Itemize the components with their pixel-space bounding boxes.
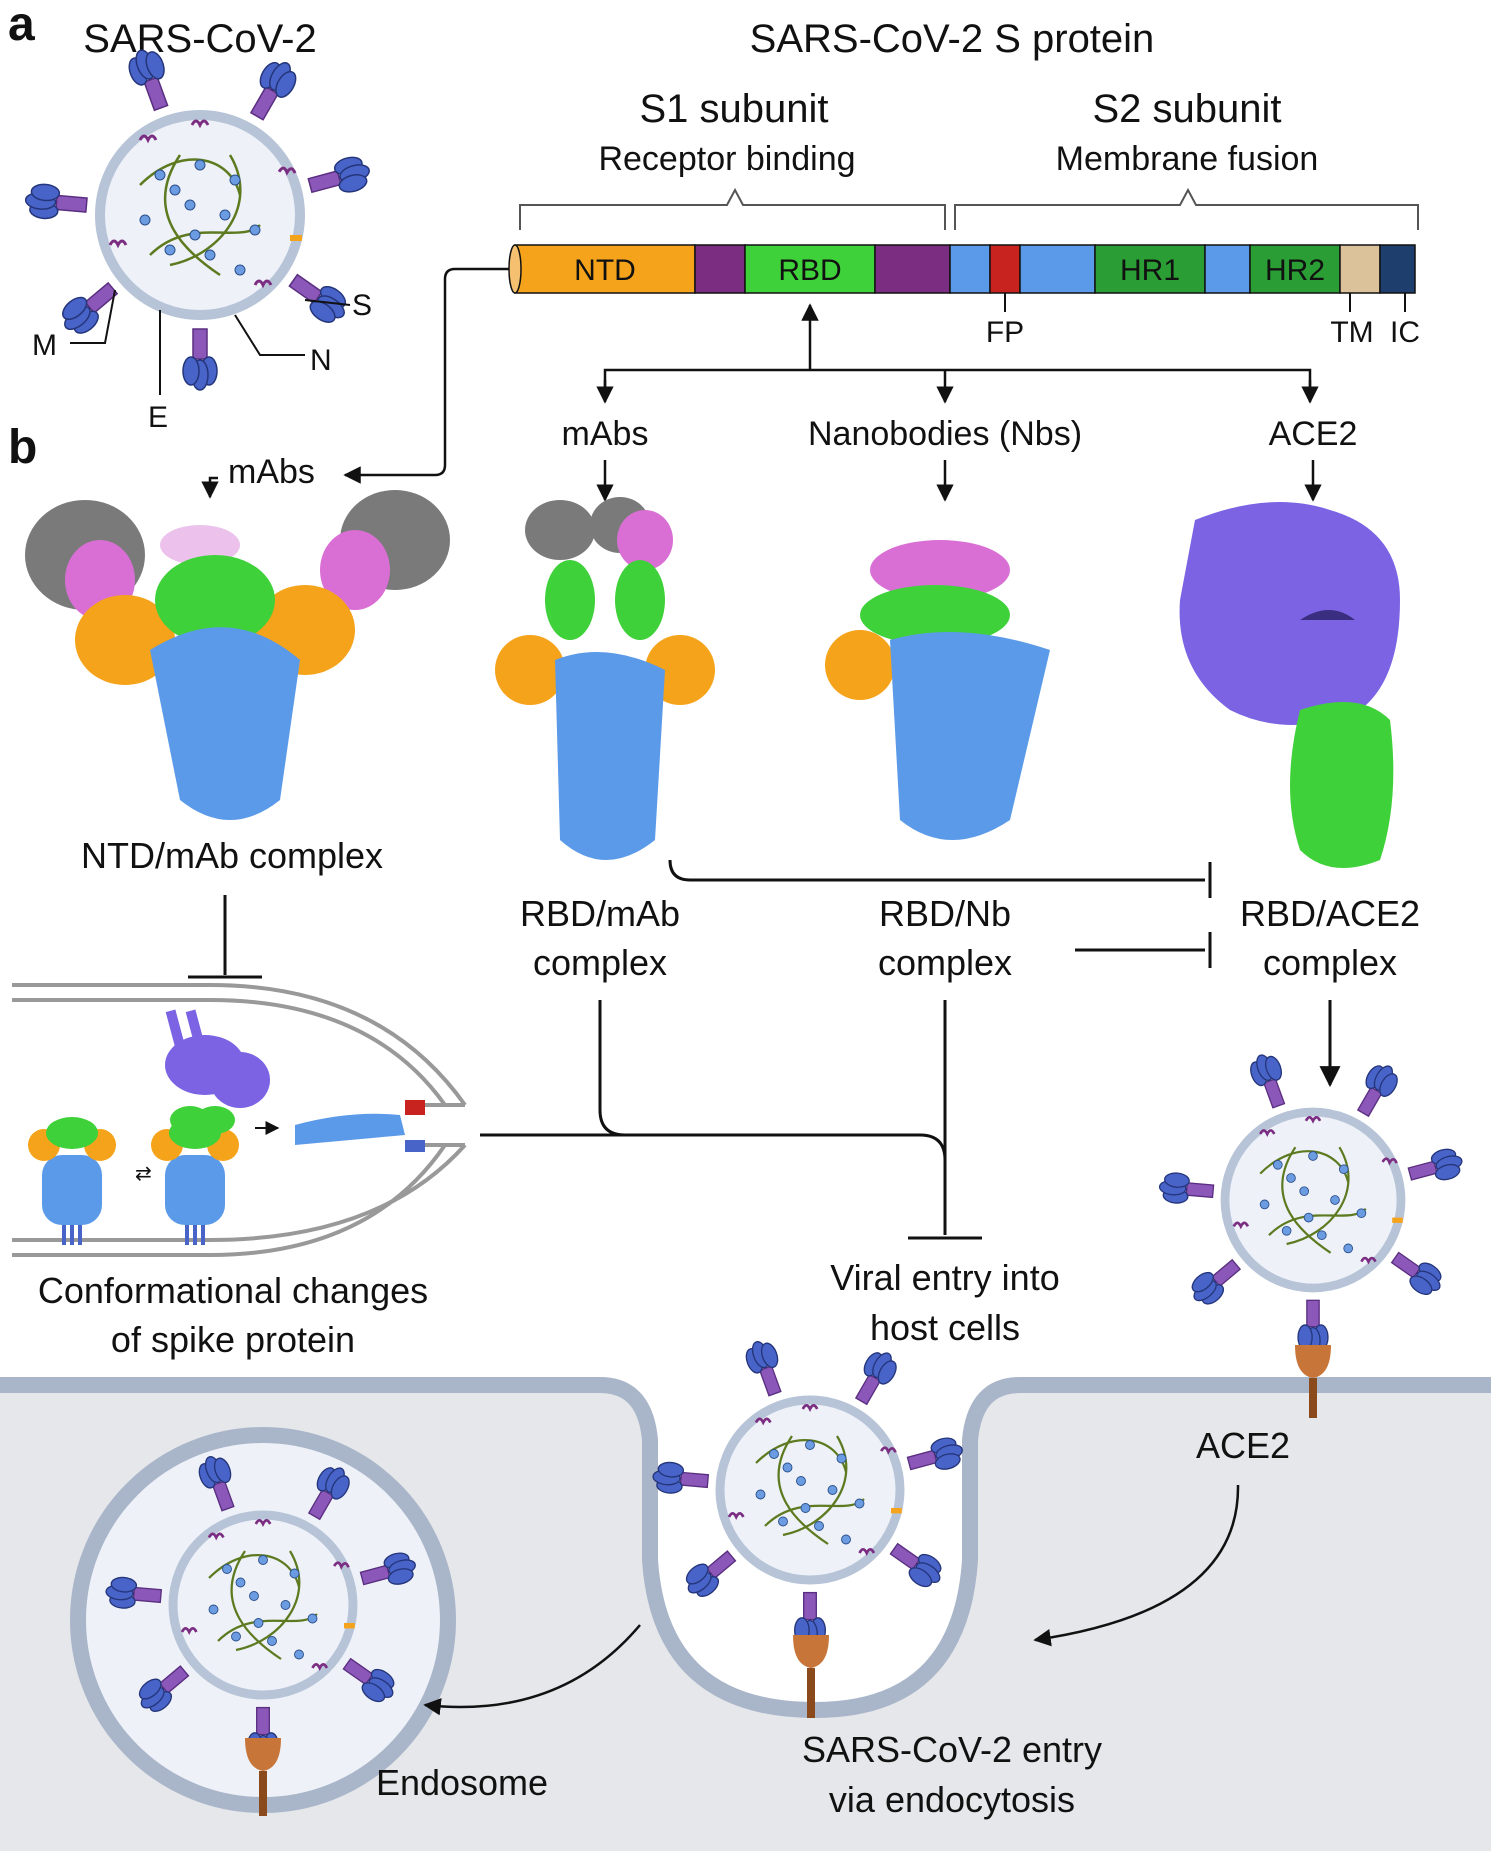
mark-fp: FP <box>986 316 1024 349</box>
complex-rbd-mab-line2: complex <box>533 942 667 983</box>
s2-bracket <box>954 187 1419 230</box>
endosome-label: Endosome <box>376 1762 548 1803</box>
conformational-line2: of spike protein <box>111 1319 355 1360</box>
rbd-branch-arrows <box>343 267 1319 484</box>
ace2-receptors <box>245 1345 1331 1816</box>
s1-title: S1 subunit <box>639 87 828 131</box>
virus-title: SARS-CoV-2 <box>83 17 316 61</box>
ntd-mab-structure <box>25 490 450 820</box>
s-protein-bar <box>508 244 1416 294</box>
binder-down-arrows <box>201 460 1322 502</box>
host-cell <box>0 1337 1491 1851</box>
mark-ic: IC <box>1390 316 1420 349</box>
viral-entry-line1: Viral entry into <box>830 1257 1059 1298</box>
binder-ace2: ACE2 <box>1269 415 1358 453</box>
complex-rbd-ace2-line1: RBD/ACE2 <box>1240 893 1420 934</box>
virion-callout-lines <box>70 289 351 395</box>
domain-hr1: HR1 <box>1120 254 1180 287</box>
cell-ace2-label: ACE2 <box>1196 1425 1290 1466</box>
entry-arrows <box>423 1484 1240 1716</box>
s1-bracket <box>519 187 946 230</box>
binder-mabs-ntd: mAbs <box>228 453 315 491</box>
domain-rbd: RBD <box>778 254 841 287</box>
binder-mabs: mAbs <box>562 415 649 453</box>
entry-caption-line1: SARS-CoV-2 entry <box>802 1729 1102 1770</box>
complex-rbd-mab-line1: RBD/mAb <box>520 893 680 934</box>
panel-a-letter: a <box>8 0 35 51</box>
panel-b-letter: b <box>8 421 37 474</box>
s1-subtitle: Receptor binding <box>598 140 855 178</box>
s2-title: S2 subunit <box>1092 87 1281 131</box>
virion-diagram <box>24 45 373 390</box>
domain-hr2: HR2 <box>1265 254 1325 287</box>
inhibition-lines <box>188 859 1341 1240</box>
label-n: N <box>310 344 332 377</box>
svg-text:⇄: ⇄ <box>135 1161 152 1185</box>
rbd-nb-structure <box>825 540 1050 840</box>
viral-entry-line2: host cells <box>870 1307 1020 1348</box>
conformational-line1: Conformational changes <box>38 1270 428 1311</box>
conformational-change-diagram: ⇄ <box>12 983 467 1257</box>
complex-ntd-mab: NTD/mAb complex <box>81 835 383 876</box>
virion-ace2-bound <box>1158 1050 1465 1354</box>
label-e: E <box>148 401 168 434</box>
label-m: M <box>32 329 57 362</box>
binder-nanobodies: Nanobodies (Nbs) <box>808 415 1082 453</box>
complex-rbd-nb-line2: complex <box>878 942 1012 983</box>
domain-mark-lines <box>1004 293 1406 312</box>
label-s: S <box>352 289 372 322</box>
s2-subtitle: Membrane fusion <box>1056 140 1319 178</box>
complex-rbd-ace2-line2: complex <box>1263 942 1397 983</box>
s-protein-title: SARS-CoV-2 S protein <box>750 17 1155 61</box>
complex-rbd-nb-line1: RBD/Nb <box>879 893 1011 934</box>
entry-caption-line2: via endocytosis <box>829 1779 1075 1820</box>
rbd-ace2-structure <box>1179 502 1400 868</box>
domain-ntd: NTD <box>574 254 636 287</box>
mark-tm: TM <box>1330 316 1373 349</box>
rbd-mab-structure <box>495 497 715 860</box>
